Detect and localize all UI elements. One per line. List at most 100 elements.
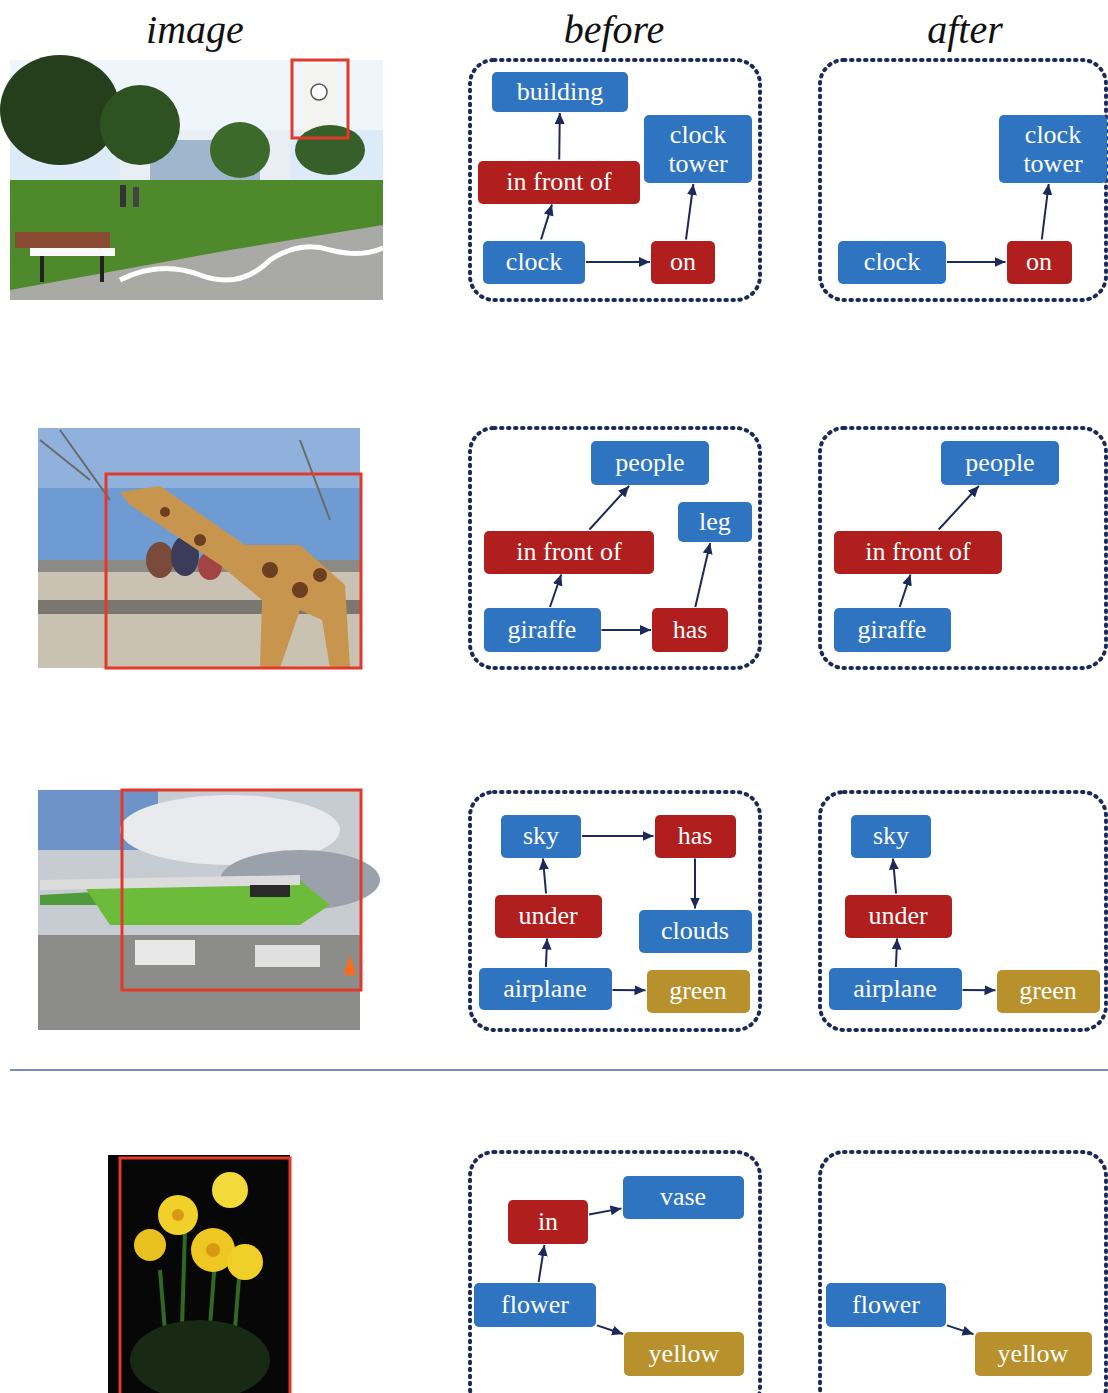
illustration-part bbox=[38, 935, 360, 1030]
object-box: airplane bbox=[829, 968, 962, 1010]
flower-photo bbox=[108, 1155, 290, 1393]
object-box: people bbox=[591, 441, 709, 485]
object-box: sky bbox=[851, 815, 931, 858]
illustration-part bbox=[470, 792, 760, 1030]
object-box: flower bbox=[474, 1283, 596, 1327]
illustration-part bbox=[313, 568, 327, 582]
relation-box: under bbox=[845, 895, 952, 938]
graph-frames bbox=[470, 60, 1106, 1393]
illustration-part bbox=[206, 1243, 220, 1257]
relation-arrow bbox=[589, 1208, 622, 1214]
node-label: green bbox=[1019, 976, 1077, 1005]
relation-arrow bbox=[947, 261, 1006, 263]
column-header: after bbox=[927, 10, 1003, 50]
illustration-part bbox=[292, 60, 348, 138]
object-box: clock tower bbox=[644, 115, 752, 183]
illustration-part bbox=[0, 55, 120, 165]
relation-box: has bbox=[652, 608, 728, 652]
node-label: airplane bbox=[853, 974, 937, 1003]
node-label: green bbox=[669, 976, 727, 1005]
node-label: airplane bbox=[503, 974, 587, 1003]
relation-box: in front of bbox=[484, 531, 654, 574]
illustration-part bbox=[120, 1158, 290, 1393]
illustration-part bbox=[262, 562, 278, 578]
node-label: giraffe bbox=[858, 615, 927, 644]
illustration-part bbox=[30, 248, 115, 256]
illustration-part bbox=[160, 507, 170, 517]
object-box: clock bbox=[838, 241, 946, 284]
node-label: sky bbox=[523, 821, 559, 850]
illustration-part bbox=[134, 1229, 166, 1261]
node-label: in front of bbox=[516, 537, 621, 566]
object-box: clock tower bbox=[999, 115, 1107, 183]
illustration-part bbox=[212, 1172, 248, 1208]
illustration-part bbox=[255, 945, 320, 967]
illustration-part bbox=[820, 428, 1106, 668]
relation-arrow bbox=[586, 261, 650, 263]
illustration-part bbox=[100, 85, 180, 165]
illustration-part bbox=[250, 885, 290, 897]
object-box: people bbox=[941, 441, 1059, 485]
node-label: vase bbox=[660, 1182, 706, 1211]
node-label: clock bbox=[506, 247, 562, 276]
illustration-part bbox=[40, 256, 44, 282]
attribute-box: yellow bbox=[624, 1332, 744, 1376]
object-box: clouds bbox=[639, 910, 752, 953]
node-label: yellow bbox=[998, 1339, 1069, 1368]
illustration-part bbox=[210, 122, 270, 178]
illustration-part bbox=[38, 428, 360, 488]
relation-arrow bbox=[893, 859, 896, 894]
node-label: clock tower bbox=[1007, 120, 1099, 178]
relation-arrow bbox=[539, 1245, 545, 1282]
node-label: yellow bbox=[649, 1339, 720, 1368]
relation-arrow bbox=[695, 543, 710, 607]
column-header: image bbox=[146, 10, 244, 50]
illustration-part bbox=[10, 225, 383, 300]
illustration-part bbox=[470, 1152, 760, 1393]
illustration-part bbox=[311, 84, 327, 100]
attribute-box: green bbox=[647, 970, 750, 1013]
relation-arrow bbox=[597, 1325, 623, 1334]
illustration-part bbox=[120, 247, 383, 280]
object-box: flower bbox=[826, 1283, 946, 1327]
illustration-part bbox=[130, 1320, 270, 1393]
relation-arrow bbox=[1042, 184, 1049, 240]
node-label: building bbox=[517, 77, 604, 106]
relation-arrow bbox=[947, 1325, 974, 1334]
illustration-part bbox=[470, 60, 760, 300]
object-box: building bbox=[492, 72, 628, 112]
illustration-part bbox=[820, 60, 1106, 300]
relation-arrow bbox=[939, 486, 979, 530]
airplane-photo bbox=[38, 790, 380, 1030]
relation-arrow bbox=[602, 629, 652, 631]
relation-arrow bbox=[686, 184, 693, 240]
illustration-part bbox=[146, 542, 174, 578]
node-label: in bbox=[538, 1207, 558, 1236]
illustration-part bbox=[470, 428, 760, 668]
node-label: under bbox=[518, 901, 577, 930]
object-box: vase bbox=[623, 1176, 744, 1219]
relation-arrow bbox=[558, 113, 561, 160]
giraffe-photo bbox=[38, 428, 361, 668]
node-label: people bbox=[615, 448, 684, 477]
illustration-part bbox=[292, 582, 308, 598]
relation-box: on bbox=[651, 241, 715, 284]
object-box: leg bbox=[678, 502, 752, 542]
object-box: sky bbox=[501, 815, 581, 858]
node-label: clouds bbox=[661, 916, 729, 945]
illustration-part bbox=[38, 790, 360, 1030]
illustration-part bbox=[158, 1195, 198, 1235]
node-label: in front of bbox=[865, 537, 970, 566]
relation-box: in bbox=[508, 1200, 588, 1244]
node-label: has bbox=[678, 821, 713, 850]
column-header: before bbox=[564, 10, 665, 50]
illustration-part bbox=[133, 187, 139, 207]
node-label: on bbox=[670, 247, 696, 276]
illustration-part bbox=[820, 1152, 1106, 1393]
node-label: leg bbox=[699, 507, 731, 536]
illustration-part bbox=[120, 185, 126, 207]
attribute-box: green bbox=[997, 970, 1100, 1013]
relation-arrow bbox=[543, 859, 546, 894]
